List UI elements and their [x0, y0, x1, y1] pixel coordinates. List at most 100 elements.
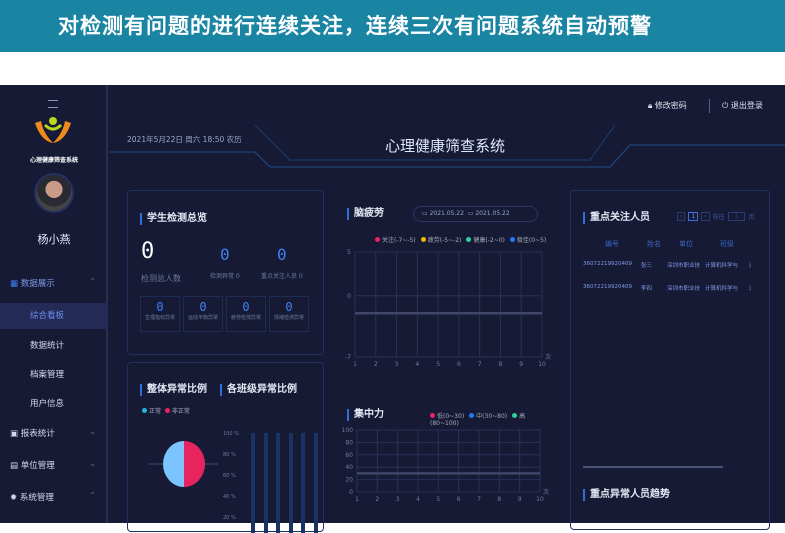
table-cell: 深圳市职业技: [667, 263, 701, 269]
menu-label: 单位管理: [20, 461, 55, 471]
bar-y-tick: 100 %: [223, 431, 239, 437]
stat-value: 0: [156, 300, 164, 314]
total-label: 检测总人数: [141, 274, 181, 283]
menu-label: 报表统计: [20, 429, 55, 439]
page-1-button[interactable]: 1: [688, 212, 699, 221]
bar-y-tick: 60 %: [223, 473, 236, 479]
x-tick-label: 5: [436, 361, 440, 368]
table-cell: 姓名: [647, 240, 661, 248]
header-decoration: [110, 124, 785, 168]
x-tick-label: 6: [457, 496, 461, 503]
x-tick-label: 9: [518, 496, 522, 503]
overview-title: 学生检测总览: [140, 213, 207, 225]
power-icon: ⏻: [722, 101, 729, 110]
x-tick-label: 10: [536, 496, 544, 503]
menu-reports[interactable]: ▣ 报表统计⌄: [10, 427, 96, 439]
stat-value: 0: [242, 300, 250, 314]
pie-legend: 正常 非正常: [142, 406, 190, 415]
table-row[interactable]: 36072219920409张三深圳市职业技计算机科学与适: [583, 261, 751, 269]
y-tick-label: 100: [342, 427, 354, 434]
legend-item[interactable]: 极佳(0~5): [509, 237, 546, 244]
table-cell: 编号: [605, 240, 619, 248]
class-bar: [288, 433, 293, 533]
banner-title: 对检测有问题的进行连续关注，连续三次有问题系统自动预警: [0, 0, 785, 52]
table-cell: 状: [749, 239, 751, 249]
logout-label: 退出登录: [730, 101, 763, 110]
x-tick-label: 8: [497, 496, 501, 503]
date-range-picker[interactable]: ▭ 2021.05.22 ▭ 2021.05.22: [413, 206, 538, 222]
x-tick-label: 3: [395, 361, 399, 368]
goto-suffix: 页: [748, 214, 755, 221]
menu-toggle-icon[interactable]: [48, 100, 58, 108]
table-cell: 适: [749, 284, 751, 292]
legend-item[interactable]: 健康(-2~0): [466, 237, 505, 244]
horizontal-scrollbar[interactable]: [583, 466, 723, 468]
user-name: 杨小燕: [37, 233, 71, 246]
x-tick-label: 1: [353, 361, 357, 368]
sidebar: 心理健康筛查系统 杨小燕 ▦ 数据展示⌃ 综合看板 数据统计 档案管理 用户信息…: [0, 85, 108, 523]
menu-label: 数据展示: [20, 279, 55, 289]
table-cell: 深圳市职业技: [667, 286, 701, 292]
legend-item[interactable]: 高(80~100): [430, 413, 526, 427]
lock-icon: 🔒︎: [648, 101, 653, 110]
stat-label: 情绪检测异常: [273, 315, 304, 321]
x-axis-label: 次: [545, 353, 551, 361]
y-tick-label: 40: [345, 464, 353, 471]
x-tick-label: 1: [355, 496, 359, 503]
logout-button[interactable]: ⏻ 退出登录: [722, 100, 763, 111]
menu-system[interactable]: ✹ 系统管理⌃: [10, 491, 96, 503]
class-bar: [276, 433, 280, 533]
total-count: 0: [141, 239, 155, 264]
fatigue-legend: 关注(-7~-5) 疲劳(-5~-2) 健康(-2~0) 极佳(0~5): [375, 235, 551, 244]
stat-label: 运动平衡异常: [187, 315, 218, 321]
x-axis-label: 次: [543, 488, 549, 496]
pagination: ‹ 1 › 前往 1 页: [677, 212, 755, 221]
concentration-legend: 低(0~30) 中(30~80)高(80~100): [430, 411, 555, 427]
table-cell: 计算机科学与: [705, 263, 739, 269]
table-cell: 适: [749, 261, 751, 269]
menu-item-dashboard[interactable]: 综合看板: [0, 303, 108, 329]
menu-units[interactable]: ▤ 单位管理⌄: [10, 459, 96, 471]
focus-list-title: 重点关注人员: [583, 212, 650, 224]
menu-item-archive[interactable]: 档案管理: [30, 370, 65, 380]
table-cell: 单位: [679, 240, 693, 248]
menu-data-display[interactable]: ▦ 数据展示⌃: [10, 277, 96, 289]
y-tick-label: 5: [347, 249, 351, 256]
ratio-panel: 整体异常比例 各班级异常比例 正常 非正常 100 %80 %60 %40 %2…: [127, 362, 324, 533]
x-tick-label: 3: [396, 496, 400, 503]
stat-value: 0: [199, 300, 207, 314]
table-header: 编号 姓名 单位 班级 状: [583, 239, 751, 249]
table-cell: 计算机科学与: [705, 286, 739, 292]
y-tick-label: 0: [347, 293, 351, 300]
goto-page-input[interactable]: 1: [727, 212, 746, 221]
pie-chart: [148, 441, 218, 487]
focus-label: 重点关注人员 0: [261, 273, 303, 280]
x-tick-label: 4: [416, 496, 420, 503]
system-title: 心理健康筛查系统: [384, 137, 505, 155]
legend-item[interactable]: 中(30~80): [469, 413, 507, 420]
change-password-label: 修改密码: [654, 101, 687, 110]
class-bar: [251, 433, 255, 533]
legend-item[interactable]: 低(0~30): [430, 413, 464, 420]
menu-item-stats[interactable]: 数据统计: [30, 341, 65, 351]
prev-page-button[interactable]: ‹: [677, 212, 686, 221]
table-cell: 36072219920409: [583, 284, 632, 290]
legend-item[interactable]: 疲劳(-5~-2): [420, 237, 461, 244]
change-password-button[interactable]: 🔒︎ 修改密码: [648, 100, 687, 111]
logo-icon: [35, 117, 71, 143]
grid-icon: ▦: [10, 279, 19, 289]
menu-item-user-info[interactable]: 用户信息: [30, 399, 65, 409]
x-tick-label: 4: [415, 361, 419, 368]
x-tick-label: 10: [538, 361, 546, 368]
table-row[interactable]: 36072219920409李四深圳市职业技计算机科学与适: [583, 284, 751, 292]
y-tick-label: -7: [345, 354, 351, 361]
table-cell: 班级: [720, 240, 734, 248]
legend-item[interactable]: 关注(-7~-5): [375, 237, 416, 244]
next-page-button[interactable]: ›: [701, 212, 710, 221]
stat-label: 生理指标异常: [144, 315, 175, 321]
avatar[interactable]: [34, 173, 74, 213]
